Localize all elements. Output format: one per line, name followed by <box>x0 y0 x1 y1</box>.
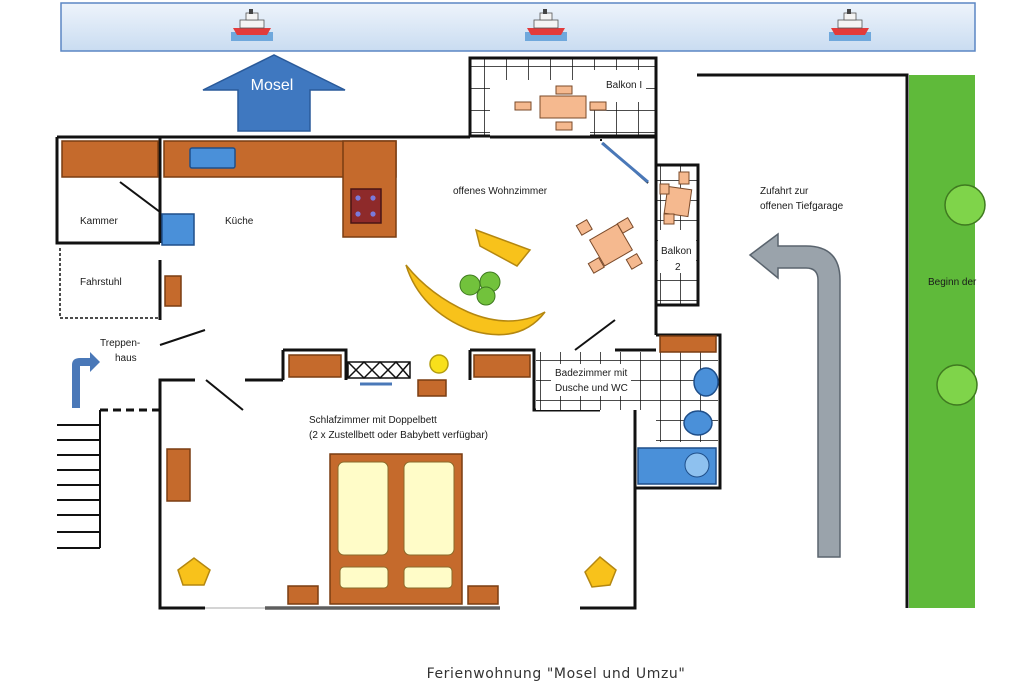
bad-label-2: Dusche und WC <box>555 383 628 394</box>
driveway-arrow <box>748 232 841 558</box>
balkon-2-label-1: Balkon <box>661 246 692 257</box>
armchair-left <box>177 557 211 586</box>
wardrobe-right <box>473 354 531 378</box>
ship-icon <box>829 9 871 41</box>
fridge <box>161 213 195 246</box>
bathroom-cabinet <box>659 335 717 353</box>
treppenhaus-label-2: haus <box>115 353 137 364</box>
sink <box>189 147 236 169</box>
kitchen-cabinet <box>164 275 182 307</box>
nightstand-left <box>287 585 319 605</box>
mosel-arrow <box>202 54 346 132</box>
kueche-label: Küche <box>225 216 254 227</box>
kitchen-counter-left <box>61 140 159 178</box>
armchair-right <box>584 555 617 588</box>
river-band <box>60 2 976 52</box>
mosel-label: Mosel <box>251 77 294 94</box>
treppenhaus-label-1: Treppen- <box>100 338 140 349</box>
caption: Ferienwohnung "Mosel und Umzu" <box>427 666 686 682</box>
stair-arrow <box>72 352 100 408</box>
beginn-label: Beginn der <box>928 277 977 288</box>
wohnzimmer-label: offenes Wohnzimmer <box>453 186 548 197</box>
elevator-outline <box>59 248 160 319</box>
zufahrt-label-1: Zufahrt zur <box>760 186 809 197</box>
plants <box>459 271 501 306</box>
lamp <box>429 354 449 374</box>
bad-label-1: Badezimmer mit <box>555 368 627 379</box>
ship-icon <box>525 9 567 41</box>
zufahrt-label-2: offenen Tiefgarage <box>760 201 844 212</box>
stairs <box>57 408 160 549</box>
balkon-1-table-set <box>514 85 607 131</box>
crossbeam <box>347 360 411 380</box>
schlafzimmer-label-2: (2 x Zustellbett oder Babybett verfügbar… <box>309 430 488 441</box>
fahrstuhl-label: Fahrstuhl <box>80 277 122 288</box>
sofa <box>405 264 546 336</box>
ship-icon <box>231 9 273 41</box>
balkon-2-label-2: 2 <box>675 262 681 273</box>
dining-set <box>575 216 643 274</box>
double-bed <box>329 453 463 605</box>
grass-strip <box>909 75 975 608</box>
washbasin <box>683 410 713 436</box>
wardrobe-left <box>288 354 342 378</box>
nightstand-right <box>467 585 499 605</box>
coffee-table <box>474 228 532 267</box>
window-glass <box>601 141 649 184</box>
openings <box>182 136 500 609</box>
toilet <box>693 367 719 397</box>
tree <box>936 364 978 406</box>
bedroom-dresser <box>166 448 191 502</box>
kammer-label: Kammer <box>80 216 118 227</box>
tree <box>944 184 986 226</box>
shower-drain <box>684 452 710 478</box>
driveway-wall <box>697 73 909 608</box>
balkon-1-label: Balkon I <box>606 80 642 91</box>
stove <box>350 188 382 224</box>
schlafzimmer-label-1: Schlafzimmer mit Doppelbett <box>309 415 437 426</box>
nightstand-top <box>417 379 447 397</box>
balkon-2-table-set <box>659 171 693 225</box>
